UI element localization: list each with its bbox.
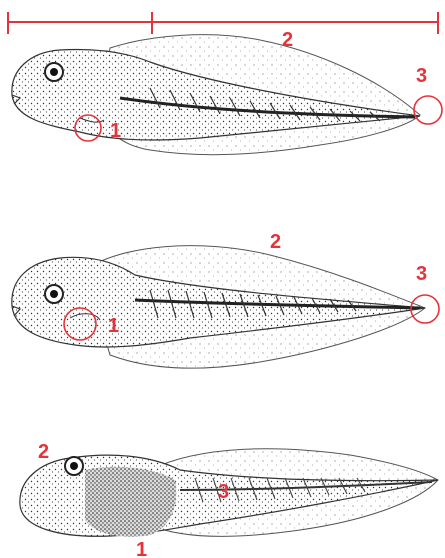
label-2: 2	[270, 231, 281, 253]
label-2: 2	[38, 441, 49, 463]
tail-tip-circle	[414, 96, 442, 124]
label-1: 1	[136, 539, 147, 558]
label-3: 3	[218, 481, 229, 503]
tadpole-1: 1 2 3	[8, 12, 442, 155]
label-3: 3	[416, 65, 427, 87]
label-2: 2	[282, 29, 293, 51]
tadpole-2: 1 2 3	[12, 231, 439, 368]
tadpole-3: 1 2 3	[20, 441, 438, 558]
label-1: 1	[108, 315, 119, 337]
label-1: 1	[110, 120, 121, 142]
length-bracket	[8, 12, 438, 34]
trunk-dark	[85, 467, 176, 537]
label-3: 3	[416, 263, 427, 285]
